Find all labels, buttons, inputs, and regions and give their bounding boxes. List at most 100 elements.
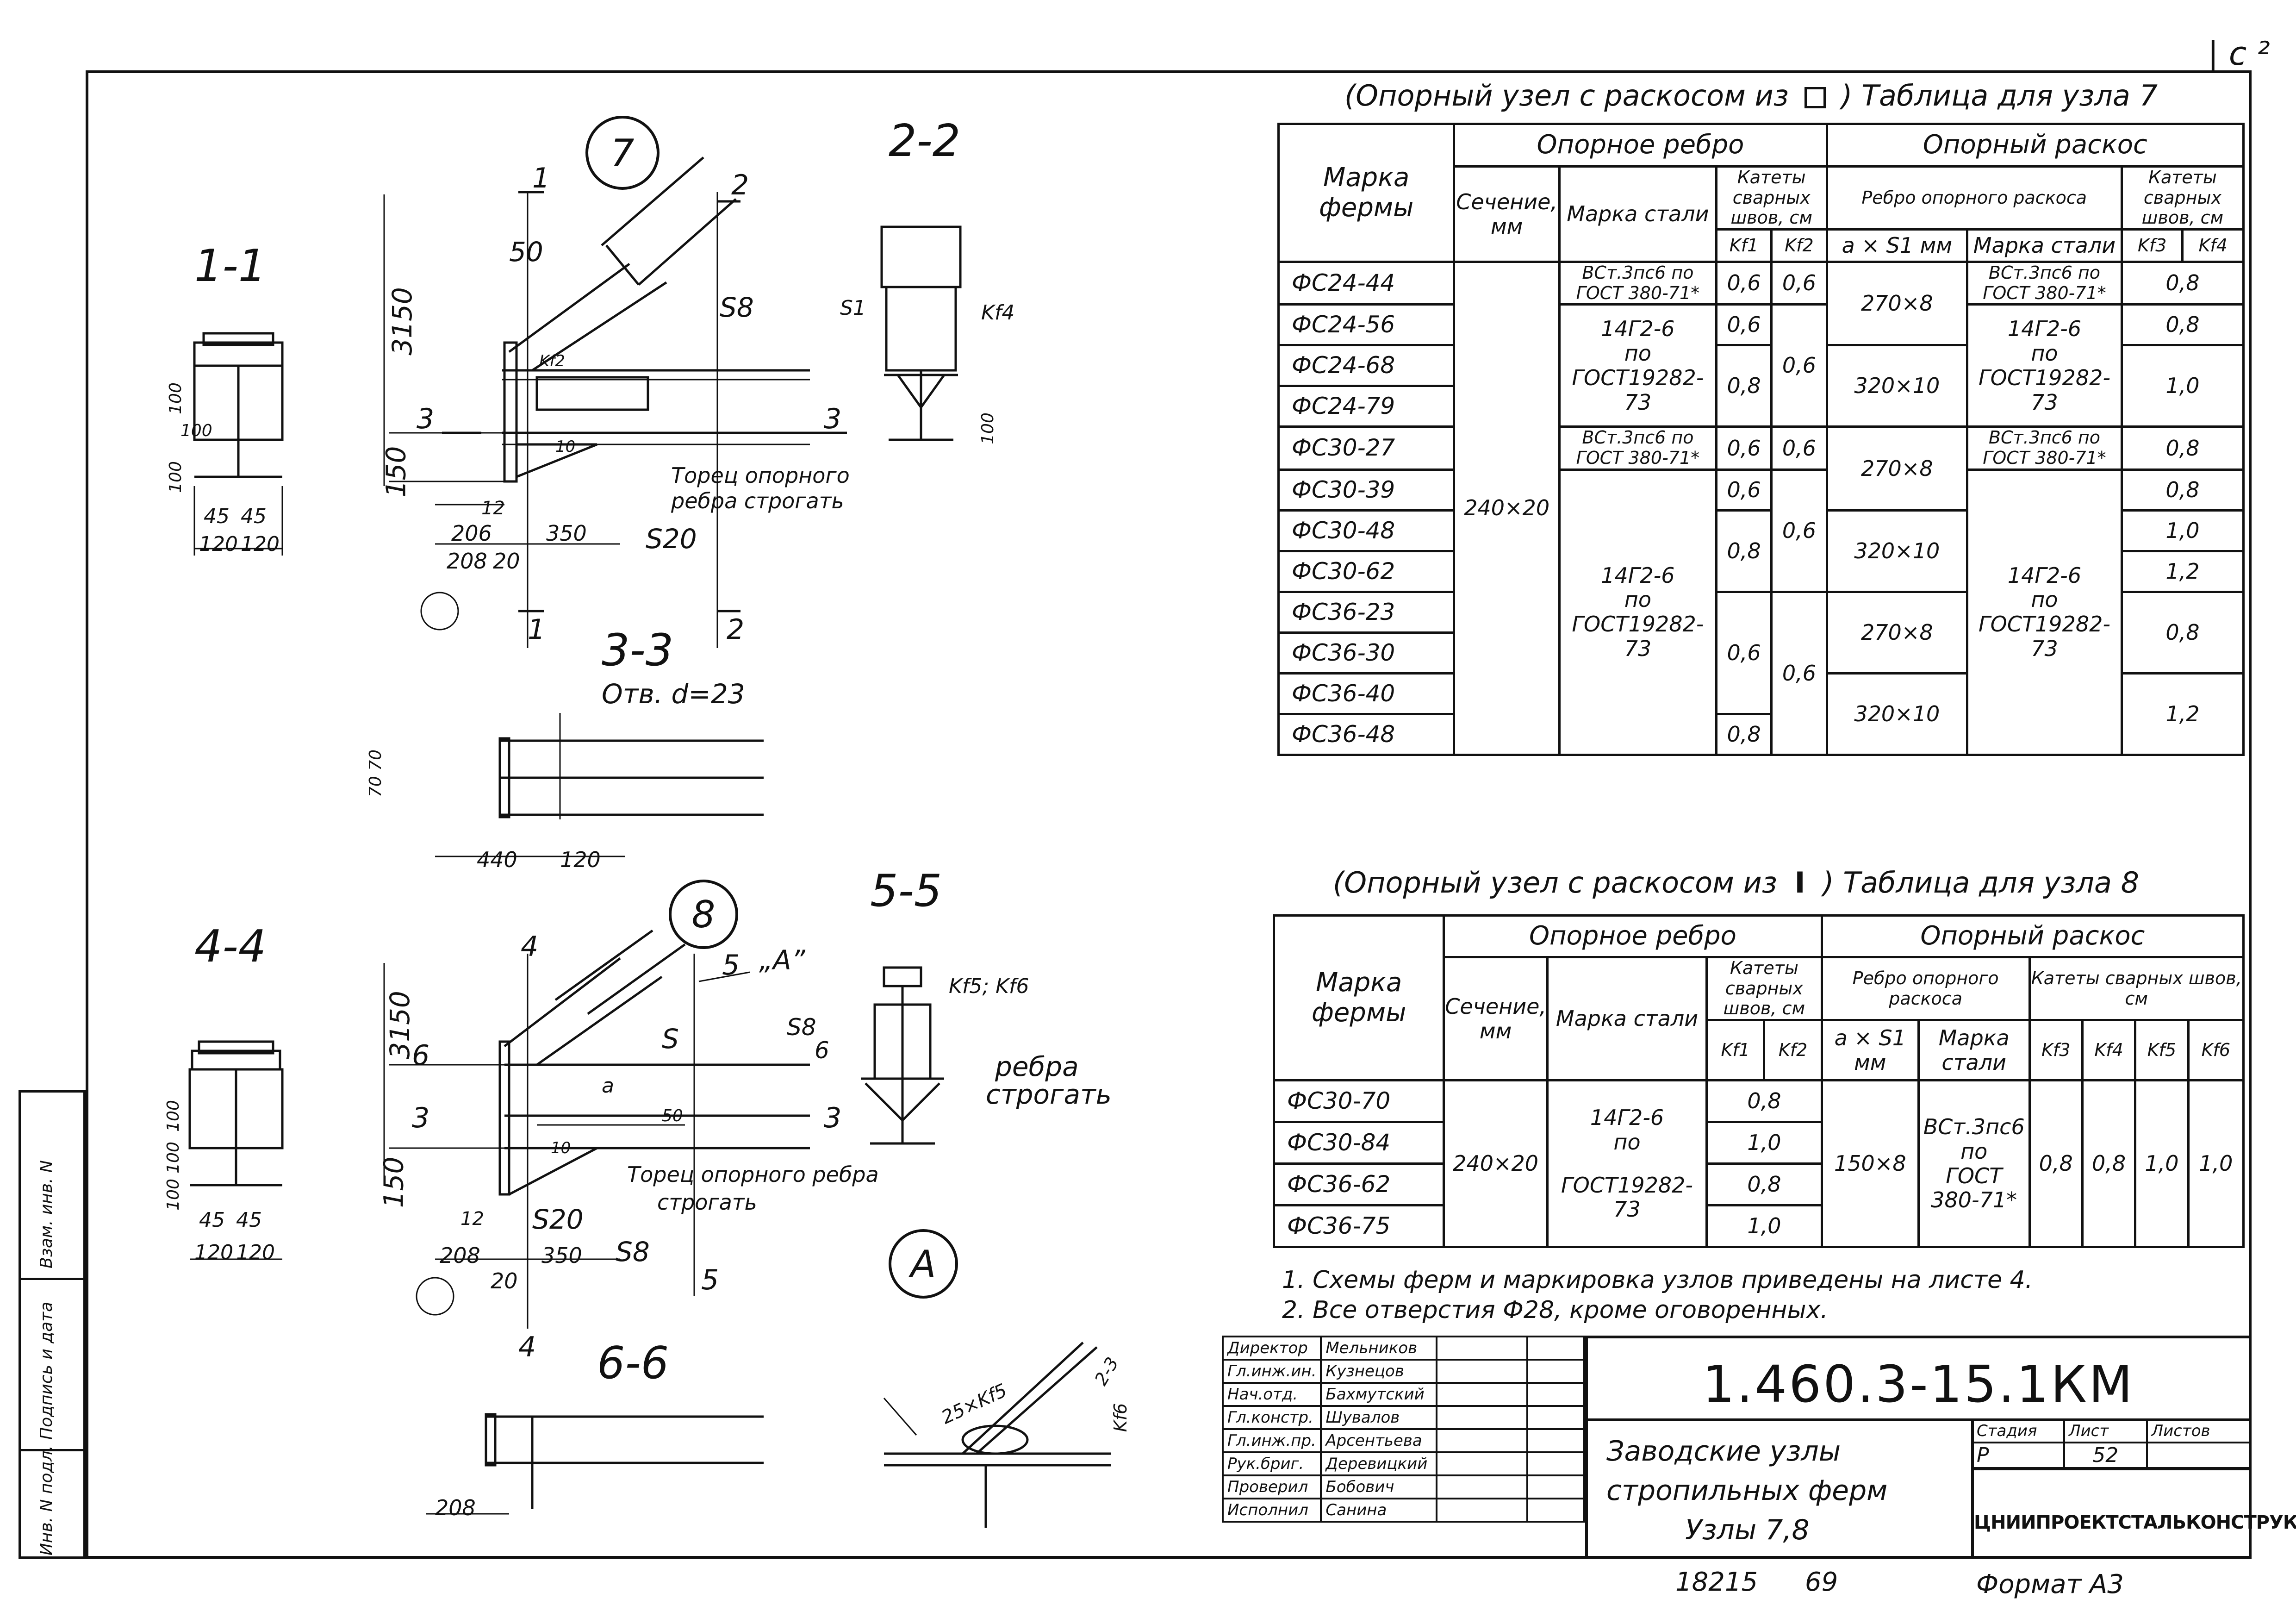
kf1-cell: 0,6 (1715, 261, 1773, 306)
kf12-cell: 0,8 (1705, 1162, 1823, 1207)
kf1-cell: 0,8 (1715, 344, 1773, 428)
kf5-cell: 1,0 (2134, 1079, 2190, 1249)
kf2-cell: 0,6 (1770, 303, 1828, 428)
name-cell: Санина (1320, 1498, 1438, 1523)
kf1-cell: 0,6 (1715, 468, 1773, 512)
dim-label: 100 (163, 1100, 183, 1132)
header-katety: Катеты сварных швов, см (2028, 956, 2245, 1022)
kf34-cell: 0,8 (2120, 468, 2245, 512)
role-cell: Директор (1221, 1336, 1322, 1361)
title-box: Заводские узлы стропильных ферм Узлы 7,8 (1585, 1418, 1974, 1559)
name-cell: Кузнецов (1320, 1359, 1438, 1384)
header-marka-fermy: Марка фермы (1277, 122, 1456, 263)
kf34-cell: 0,8 (2120, 425, 2245, 471)
header-marka-stali-2: Марка стали (1917, 1019, 2031, 1082)
header-katety: Катеты сварных швов, см (1705, 956, 1823, 1022)
kf34-cell: 1,0 (2120, 509, 2245, 552)
dim-label: 100 (180, 421, 212, 440)
section-6-6-drawing (426, 1413, 764, 1515)
bottom-number: 69 (1805, 1567, 1838, 1597)
role-cell: Нач.отд. (1221, 1382, 1322, 1407)
node-8-badge: 8 (669, 880, 738, 949)
header-kf2: Kf2 (1763, 1019, 1823, 1082)
listov-label: Листов (2146, 1418, 2252, 1443)
header-kf3: Kf3 (2120, 228, 2184, 263)
table-row-mark: ФС36-40 (1277, 672, 1456, 715)
dim-label: 150 (378, 1156, 410, 1208)
dim-label: 208 (440, 1243, 480, 1268)
section-mark: 2 (731, 169, 749, 201)
kf34-cell: 1,2 (2120, 550, 2245, 593)
axs-cell: 320×10 (1825, 672, 1969, 756)
dim-label: 10 (555, 437, 576, 456)
note-text: Торец опорного (671, 463, 850, 488)
kf6-cell: 1,0 (2187, 1079, 2245, 1249)
kf3-cell: 0,8 (2028, 1079, 2084, 1249)
table-row-mark: ФС36-30 (1277, 631, 1456, 675)
header-kf6: Kf6 (2187, 1019, 2245, 1082)
role-cell: Гл.инж.пр. (1221, 1428, 1322, 1453)
title-line-1: Заводские узлы (1606, 1435, 1841, 1468)
dim-label: 45 (241, 505, 267, 528)
date-cell (1526, 1336, 1585, 1361)
section-mark: 1 (528, 613, 546, 646)
date-cell (1526, 1498, 1585, 1523)
dim-label: 100 (163, 1179, 183, 1211)
dim-label: 45 (199, 1208, 225, 1232)
format-label: Формат А3 (1976, 1569, 2124, 1599)
section-mark: 3 (824, 1102, 842, 1134)
steel-cell: ВСт.3пс6 по ГОСТ 380-71* (1558, 425, 1717, 471)
dim-label: 206 (451, 521, 492, 546)
node7-drawing (383, 156, 847, 648)
dim-label: 100 (978, 412, 997, 444)
kf2-cell: 0,6 (1770, 590, 1828, 756)
dim-label: S8 (720, 292, 754, 323)
axs-cell: 150×8 (1820, 1079, 1920, 1249)
table-row-mark: ФС30-39 (1277, 468, 1456, 512)
dim-label: 120 (194, 1241, 233, 1264)
kf12-cell: 0,8 (1705, 1079, 1823, 1124)
name-cell: Шувалов (1320, 1405, 1438, 1430)
kf1-cell: 0,6 (1715, 590, 1773, 715)
table-row-mark: ФС36-75 (1272, 1204, 1445, 1249)
section-title: 1-1 (194, 241, 267, 292)
dim-label: 45 (236, 1208, 262, 1232)
table-row-mark: ФС24-44 (1277, 261, 1456, 306)
signature-cell (1436, 1359, 1529, 1384)
table-row-mark: ФС36-48 (1277, 712, 1456, 756)
detail-A-drawing (883, 1342, 1111, 1528)
dim-label: Kf6 (1110, 1403, 1131, 1432)
name-cell: Бобович (1320, 1474, 1438, 1499)
dim-label: 350 (546, 521, 587, 546)
section-mark: 5 (701, 1264, 719, 1296)
doc-code: 1.460.3-15.1КМ (1702, 1355, 2134, 1414)
date-cell (1526, 1474, 1585, 1499)
section-title: 5-5 (870, 866, 942, 917)
table8-title: (Опорный узел с раскосом из I ) Таблица … (1333, 866, 2140, 899)
table-row-mark: ФС36-23 (1277, 590, 1456, 634)
note-text: строгать (986, 1079, 1112, 1110)
role-cell: Рук.бриг. (1221, 1451, 1322, 1476)
header-a-s1: a × S1 мм (1825, 228, 1969, 263)
corner-mark: | с ² (2208, 35, 2270, 73)
table-node-8: Марка фермы Опорное ребро Опорный раскос… (1272, 914, 2245, 1249)
role-cell: Гл.инж.ин. (1221, 1359, 1322, 1384)
section-cell: 240×20 (1453, 261, 1561, 756)
header-kf1: Kf1 (1705, 1019, 1766, 1082)
kf1-cell: 0,8 (1715, 712, 1773, 756)
note-2: 2. Все отверстия Ф28, кроме оговоренных. (1282, 1296, 1828, 1324)
section-title: 3-3 (602, 625, 674, 676)
header-kf3: Kf3 (2028, 1019, 2084, 1082)
signature-cell (1436, 1498, 1529, 1523)
dim-label: 12 (481, 498, 505, 519)
note-text: строгать (657, 1190, 757, 1215)
role-cell: Гл.констр. (1221, 1405, 1322, 1430)
kf1-cell: 0,8 (1715, 509, 1773, 593)
